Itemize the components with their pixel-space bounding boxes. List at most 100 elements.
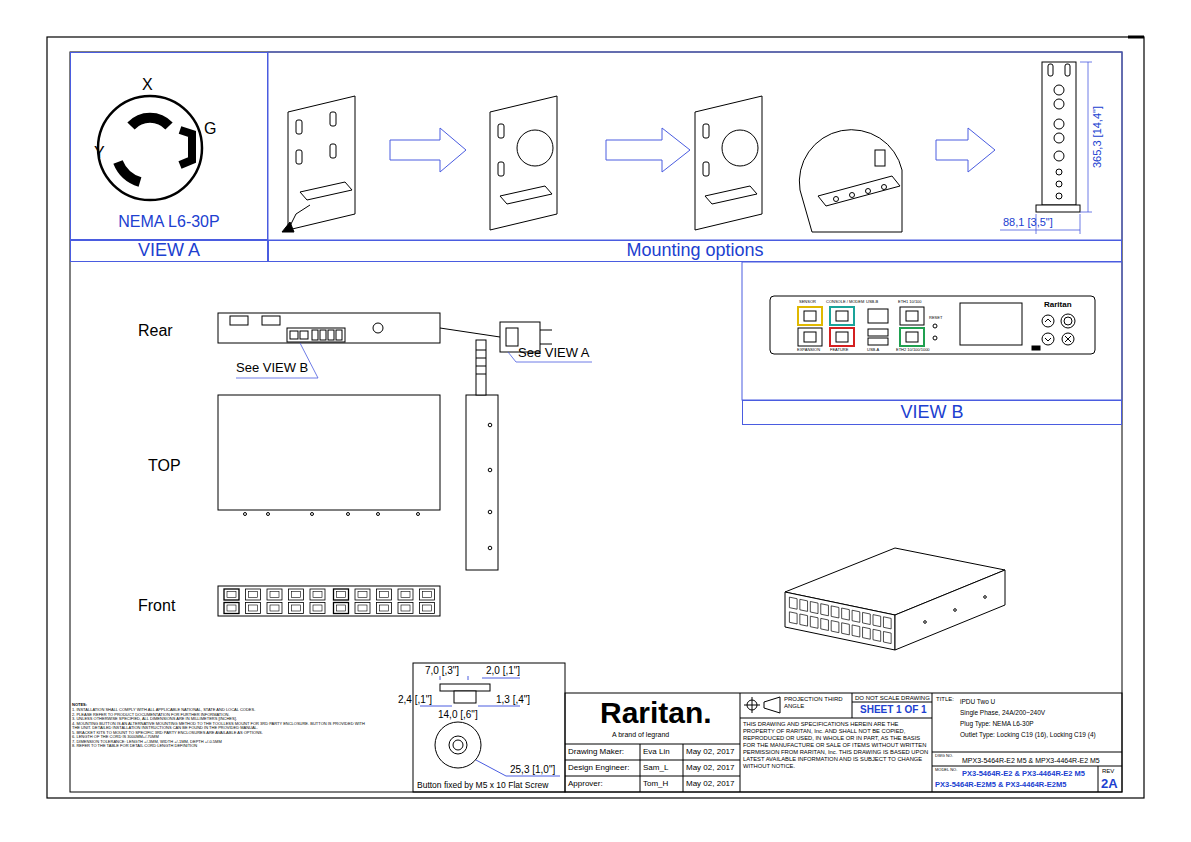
- pin-letter: X: [142, 76, 153, 94]
- outlet-grid: [789, 597, 891, 643]
- table-cell: Sam_L: [643, 764, 668, 773]
- front-view: [218, 586, 440, 616]
- note: NOTES:: [72, 703, 87, 707]
- button-detail: [413, 663, 565, 792]
- outlet: [334, 603, 349, 614]
- outlet: [224, 603, 239, 614]
- table-cell: REV: [1102, 768, 1114, 775]
- table-cell: TITLE:: [936, 696, 954, 703]
- company-logo: Raritan.: [600, 696, 712, 729]
- outlet: [852, 610, 860, 622]
- title-line: Outlet Type: Locking C19 (16), Locking C…: [960, 731, 1096, 738]
- port-label: SENSOR: [799, 300, 816, 304]
- outlet-socket: [401, 592, 410, 598]
- outlet: [246, 603, 261, 614]
- outlet: [873, 629, 881, 641]
- table-cell: May 02, 2017: [686, 748, 734, 757]
- revision: 2A: [1101, 777, 1118, 791]
- dimension: 88,1 [3,5"]: [1003, 216, 1053, 228]
- outlet: [420, 603, 435, 614]
- outlet-socket: [270, 605, 279, 611]
- rear-view: [218, 313, 552, 352]
- pin-letter: G: [204, 120, 216, 138]
- title-block: [565, 693, 1122, 792]
- outlet-socket: [313, 605, 322, 611]
- outlet: [821, 618, 829, 630]
- table-cell: May 02, 2017: [686, 764, 734, 773]
- outlet: [789, 612, 797, 624]
- port-label: USB-A: [867, 348, 879, 352]
- mounting-illustrations: [282, 62, 1080, 232]
- note: 4. MOUNTING BUTTON IS AN ALTERNATIVE MOU…: [72, 722, 372, 731]
- view-band: Mounting options: [268, 240, 1122, 262]
- table-cell: Approver:: [568, 780, 603, 789]
- port-label: USB-B: [866, 300, 878, 304]
- view-name: Rear: [138, 322, 173, 340]
- outlet: [420, 589, 435, 600]
- outlet: [377, 589, 392, 600]
- port-label: ETH1 10/100: [898, 300, 922, 304]
- outlet: [883, 617, 891, 629]
- model-number: PX3-5464R-E2 & PX3-4464R-E2 M5: [962, 770, 1085, 778]
- outlet: [310, 603, 325, 614]
- outlet-socket: [270, 592, 279, 598]
- outlet: [267, 603, 282, 614]
- model-number: PX3-5464R-E2M5 & PX3-4464R-E2M5: [935, 781, 1066, 789]
- note: 8. REFER TO THE TABLE FOR DETAIL CORD LE…: [72, 744, 372, 748]
- panel-lines: [268, 52, 1122, 400]
- outlet: [398, 589, 413, 600]
- outlet: [789, 597, 797, 609]
- outlet-socket: [227, 592, 236, 598]
- view-b-panel: [770, 296, 1095, 354]
- leader-lines: [236, 343, 592, 378]
- outlet: [267, 589, 282, 600]
- outlet: [842, 623, 850, 635]
- table-cell: Drawing Maker:: [568, 748, 624, 757]
- table-cell: May 02, 2017: [686, 780, 734, 789]
- view-caption: Mounting options: [626, 241, 763, 261]
- title-line: iPDU Two U: [960, 698, 995, 705]
- outlet: [355, 589, 370, 600]
- outlet: [289, 589, 304, 600]
- port-label: CONSOLE / MODEM: [826, 300, 864, 304]
- outlet-socket: [249, 592, 258, 598]
- outlet: [334, 589, 349, 600]
- outlet: [810, 616, 818, 628]
- outlet-socket: [380, 605, 389, 611]
- view-name: Front: [138, 597, 175, 615]
- outlet-socket: [358, 592, 367, 598]
- title-line: Single Phase, 24A/200~240V: [960, 709, 1045, 716]
- outlet: [377, 603, 392, 614]
- outlet: [398, 603, 413, 614]
- table-cell: DO NOT SCALE DRAWING: [855, 695, 930, 702]
- outlet: [863, 612, 871, 624]
- outlet-socket: [313, 592, 322, 598]
- view-caption: NEMA L6-30P: [118, 213, 219, 231]
- port-label: FEATURE: [830, 348, 848, 352]
- port-label: ETH2 10/100/1000: [896, 348, 930, 352]
- callout: See VIEW A: [518, 346, 590, 360]
- outlet: [289, 603, 304, 614]
- top-view: [218, 340, 498, 570]
- outlet-socket: [337, 592, 346, 598]
- outlet: [863, 627, 871, 639]
- outlet: [852, 625, 860, 637]
- dimension: 7,0 [,3"]: [425, 665, 459, 676]
- outlet-socket: [401, 605, 410, 611]
- view-band: VIEW B: [742, 400, 1122, 425]
- outlet: [800, 614, 808, 626]
- view-caption: VIEW B: [900, 403, 963, 423]
- dimension-lines: [1000, 62, 1092, 234]
- outlet: [224, 589, 239, 600]
- dimension: 2,4 [,1"]: [398, 694, 432, 705]
- outlet-socket: [423, 605, 432, 611]
- plug-face: [98, 96, 202, 200]
- outlet: [810, 601, 818, 613]
- view-caption: VIEW A: [138, 241, 200, 261]
- detail-caption: Button fixed by M5 x 10 Flat Screw: [417, 781, 548, 790]
- table-cell: Tom_H: [643, 780, 668, 789]
- isometric-pdu: [785, 548, 1005, 650]
- dimension: 14,0 [,6"]: [438, 709, 478, 720]
- table-cell: Eva Lin: [643, 748, 670, 757]
- outlet-row: [224, 589, 435, 614]
